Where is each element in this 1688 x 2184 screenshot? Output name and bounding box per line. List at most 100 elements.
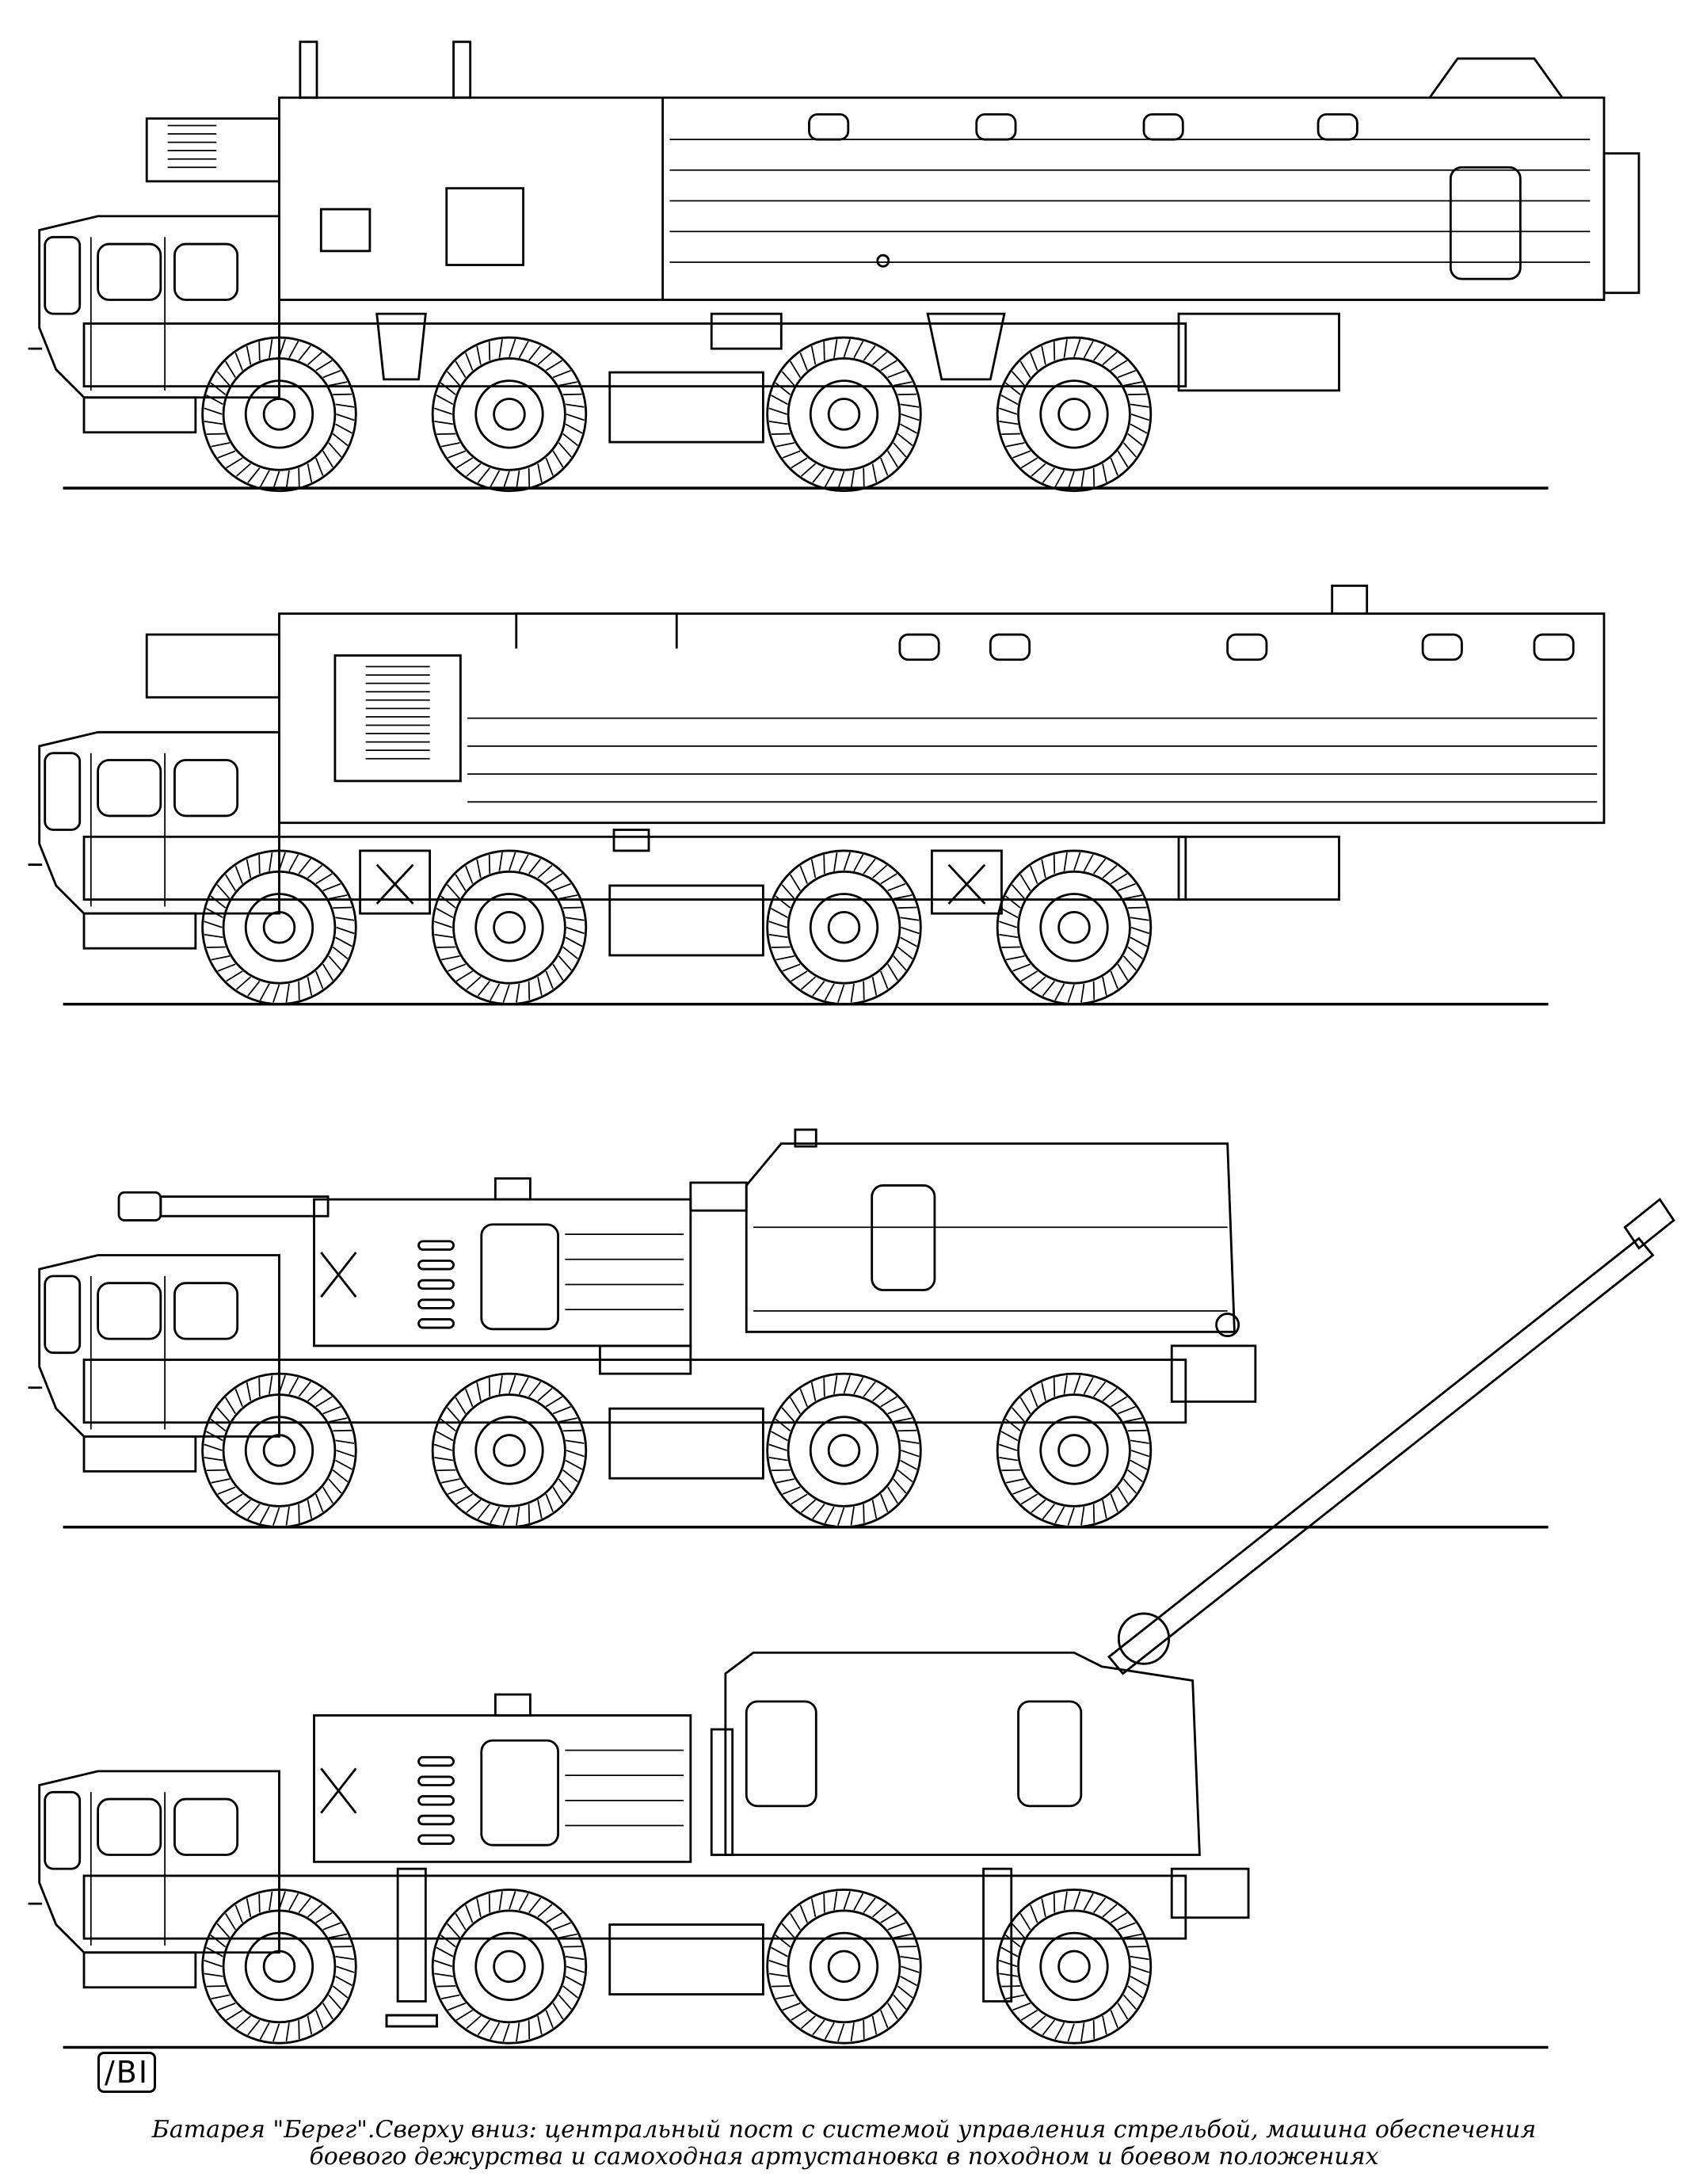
tread bbox=[810, 1898, 817, 1918]
hub bbox=[827, 910, 861, 944]
tread bbox=[477, 981, 490, 997]
tread bbox=[1067, 2023, 1075, 2042]
tread bbox=[897, 1946, 917, 1948]
tread bbox=[315, 970, 324, 989]
hub bbox=[827, 398, 861, 431]
tread bbox=[216, 371, 231, 387]
tread bbox=[1041, 859, 1046, 879]
tread bbox=[562, 1469, 578, 1483]
tread bbox=[853, 1377, 864, 1395]
tread bbox=[768, 420, 788, 425]
tread bbox=[1030, 1389, 1038, 1407]
tread bbox=[466, 976, 482, 990]
tread bbox=[436, 1985, 456, 1988]
tread bbox=[246, 345, 252, 365]
tread bbox=[768, 1972, 788, 1977]
porthole bbox=[1533, 633, 1575, 661]
tread bbox=[1092, 1897, 1107, 1914]
tread bbox=[315, 873, 333, 885]
tread bbox=[771, 908, 788, 918]
tread bbox=[900, 917, 920, 921]
tire bbox=[996, 1889, 1153, 2045]
tread bbox=[298, 1897, 311, 1914]
tread bbox=[509, 1891, 516, 1910]
tire-inner bbox=[452, 1909, 566, 2024]
windshield bbox=[44, 1275, 82, 1355]
tread bbox=[566, 414, 585, 421]
tread bbox=[490, 2022, 501, 2040]
tread bbox=[440, 895, 456, 909]
tread bbox=[812, 981, 825, 997]
tread bbox=[823, 341, 825, 361]
tread bbox=[206, 433, 226, 436]
tread bbox=[490, 983, 501, 1001]
tread bbox=[552, 882, 571, 892]
tread bbox=[436, 1946, 454, 1957]
tread bbox=[887, 882, 906, 892]
tread bbox=[1080, 2022, 1085, 2042]
outrigger-box bbox=[359, 849, 432, 915]
tread bbox=[768, 1457, 788, 1462]
tread bbox=[466, 1499, 482, 1513]
tread bbox=[272, 984, 280, 1003]
tread bbox=[288, 1377, 299, 1395]
tread bbox=[537, 1904, 553, 1918]
tread bbox=[775, 955, 795, 961]
tread bbox=[455, 457, 474, 469]
hub bbox=[262, 910, 296, 944]
tread bbox=[1005, 442, 1025, 448]
rear-box bbox=[1177, 835, 1340, 901]
gun-barrel bbox=[159, 1195, 330, 1218]
gun-barrel bbox=[1107, 1237, 1655, 1675]
tread bbox=[1012, 1486, 1031, 1495]
tread bbox=[315, 2010, 324, 2029]
hub bbox=[493, 1950, 526, 1984]
tread bbox=[837, 984, 845, 1003]
tread bbox=[336, 926, 355, 935]
tread bbox=[1130, 423, 1148, 434]
tread bbox=[565, 1955, 585, 1961]
tread bbox=[872, 864, 888, 879]
hub bbox=[493, 1434, 526, 1467]
tread bbox=[1073, 852, 1081, 871]
tread bbox=[1102, 2015, 1107, 2035]
tread bbox=[1000, 1431, 1019, 1442]
tread bbox=[887, 963, 898, 981]
tread bbox=[1117, 882, 1136, 892]
tread bbox=[322, 882, 341, 892]
tread bbox=[1031, 976, 1046, 990]
tread bbox=[455, 970, 474, 982]
tread bbox=[1019, 874, 1031, 891]
tread bbox=[545, 1911, 563, 1923]
roof-rail bbox=[515, 612, 678, 649]
windshield bbox=[44, 1790, 82, 1870]
tire bbox=[431, 849, 588, 1005]
tread bbox=[1130, 403, 1149, 408]
tread bbox=[455, 874, 467, 891]
vent bbox=[417, 1795, 455, 1806]
tread bbox=[1102, 1388, 1118, 1402]
tire bbox=[431, 336, 588, 493]
tread bbox=[1127, 906, 1147, 909]
tread bbox=[1005, 955, 1025, 961]
tread bbox=[1117, 450, 1129, 468]
tread bbox=[1054, 983, 1065, 1001]
tread bbox=[436, 1469, 456, 1472]
tread bbox=[258, 1378, 261, 1397]
tread bbox=[1000, 394, 1019, 406]
tread bbox=[234, 1389, 243, 1407]
tread bbox=[565, 917, 585, 921]
tread bbox=[1080, 1506, 1085, 1526]
tread bbox=[800, 463, 816, 477]
tread bbox=[204, 933, 223, 939]
tread bbox=[315, 1911, 333, 1923]
tread bbox=[863, 981, 865, 1001]
tread bbox=[440, 1478, 460, 1484]
tread bbox=[448, 450, 466, 459]
tread bbox=[782, 2002, 801, 2011]
tread bbox=[246, 859, 252, 879]
tread bbox=[448, 2002, 466, 2011]
tread bbox=[1020, 1493, 1038, 1505]
tread bbox=[1127, 433, 1143, 447]
tread bbox=[545, 360, 563, 372]
